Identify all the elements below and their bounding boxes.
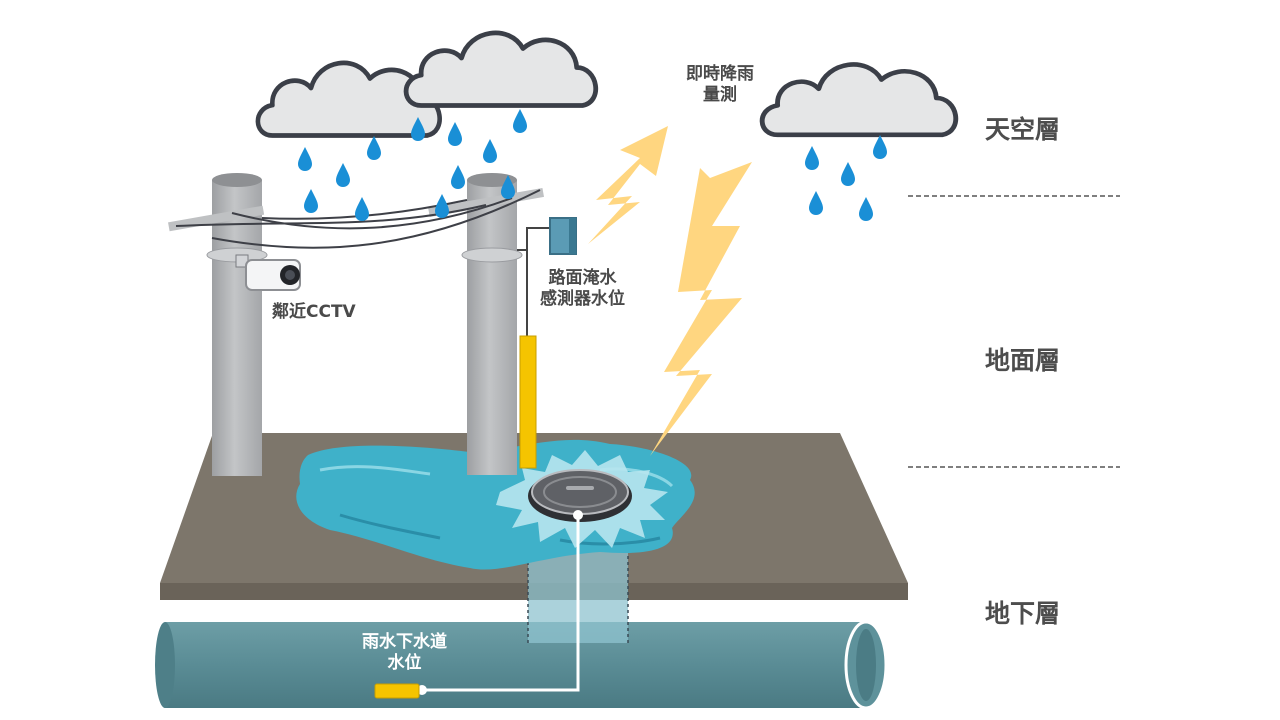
sewer-level-label: 雨水下水道 水位 [362,632,447,675]
surface-sensor-label: 路面淹水 感測器水位 [540,268,625,311]
sky-layer-label: 天空層 [985,115,1061,144]
rain-gauge-label-line1: 即時降雨 [686,64,754,84]
cctv-label: 鄰近CCTV [272,302,356,322]
rain-gauge-label: 即時降雨 量測 [686,64,754,107]
cctv-camera-icon [235,254,301,291]
sewer-level-sensor [374,510,583,699]
utility-pole-right [428,173,544,475]
cloud-icon [258,33,956,136]
surface-sensor-label-line2: 感測器水位 [540,289,625,310]
sewer-level-label-line2: 水位 [387,653,422,674]
surface-flood-sensor [517,217,577,469]
underground-layer-label: 地下層 [985,599,1061,628]
storm-sewer-pipe [155,620,888,710]
lightning-icon [588,126,752,456]
ground-layer-label: 地面層 [985,346,1061,375]
layer-dividers [908,195,1120,468]
surface-sensor-label-line1: 路面淹水 [548,268,617,288]
rain-gauge-label-line2: 量測 [703,85,737,106]
sewer-level-label-line1: 雨水下水道 [362,632,447,652]
